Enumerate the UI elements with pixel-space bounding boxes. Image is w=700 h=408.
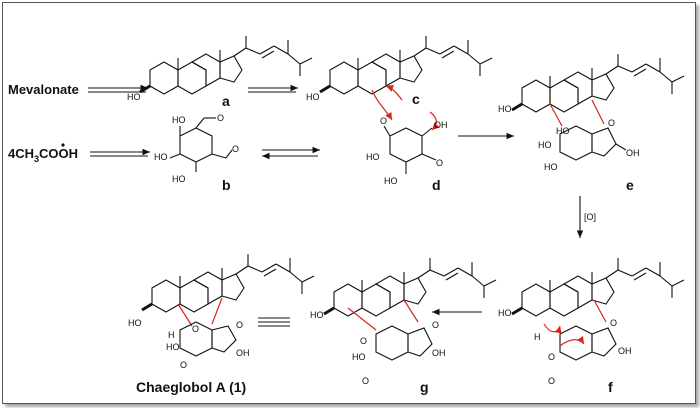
oxidation-label: [O] — [584, 212, 596, 222]
oxygen-f1: O — [610, 318, 617, 328]
hydroxyl-e0: HO — [498, 104, 512, 114]
label-marker-dot — [61, 143, 65, 147]
hydroxyl-e2: HO — [538, 140, 552, 150]
equivalence-symbol — [258, 317, 290, 327]
compound-c-structure — [318, 34, 494, 96]
compound-g-adduct — [347, 299, 433, 361]
curly-arrow-c3 — [429, 111, 440, 131]
hydroxyl-g1: HO — [352, 352, 366, 362]
oxygen-g3: O — [432, 320, 439, 330]
compound-g-label: g — [420, 379, 429, 395]
hydroxyl-b2: HO — [154, 152, 168, 162]
aldehyde-b2: O — [232, 144, 239, 154]
curly-arrow-f2 — [559, 336, 585, 347]
aldehyde-d: O — [436, 158, 443, 168]
chaeglobol-a-cage — [177, 297, 237, 357]
curly-arrow-c2 — [385, 84, 403, 101]
hydroxyl-d2: HO — [366, 152, 380, 162]
hydroxyl-e3: HO — [544, 162, 558, 172]
compound-a-structure — [138, 34, 314, 96]
hydroxyl-e4: OH — [626, 148, 640, 158]
hydrogen-chaeglobol: H — [168, 330, 175, 340]
oxygen-chaeglobol3: O — [236, 320, 243, 330]
product-name-label: Chaeglobol A (1) — [136, 379, 246, 395]
hydroxyl-d3: HO — [384, 176, 398, 186]
oxygen-e: O — [608, 118, 615, 128]
oxygen-g2: O — [362, 376, 369, 386]
compound-d-structure — [383, 125, 437, 174]
hydroxyl-label-c: HO — [306, 92, 320, 102]
oxygen-g1: O — [360, 336, 367, 346]
hydroxyl-d1: OH — [434, 120, 448, 130]
oxygen-chaeglobol2: O — [180, 360, 187, 370]
compound-f-label: f — [608, 379, 613, 395]
oxygen-f3: O — [548, 376, 555, 386]
compound-b-structure — [169, 117, 233, 172]
compound-e-label: e — [626, 177, 634, 193]
hydroxyl-b1: HO — [172, 115, 186, 125]
hydroxyl-e1: HO — [556, 126, 570, 136]
acetate-label: 4CH3COOH — [8, 146, 78, 164]
aldehyde-b1: O — [217, 113, 224, 123]
hydroxyl-label-a: HO — [127, 92, 141, 102]
compound-b-label: b — [222, 177, 231, 193]
hydroxyl-chaeglobol3: OH — [236, 348, 250, 358]
compound-c-label: c — [412, 91, 420, 107]
hydroxyl-g0: HO — [310, 310, 324, 320]
hydroxyl-chaeglobol1: HO — [128, 318, 142, 328]
mevalonate-label: Mevalonate — [8, 82, 79, 97]
hydroxyl-b3: HO — [172, 174, 186, 184]
compound-f-adduct — [559, 299, 617, 361]
curly-arrow-c1 — [371, 89, 393, 121]
oxygen-d: O — [380, 116, 387, 126]
hydroxyl-g2: OH — [432, 348, 446, 358]
curly-arrow-f1 — [543, 323, 562, 334]
hydroxyl-chaeglobol2: HO — [166, 342, 180, 352]
compound-d-label: d — [432, 177, 441, 193]
hydroxyl-f0: HO — [498, 308, 512, 318]
hydroxyl-f: OH — [618, 346, 632, 356]
compound-a-label: a — [222, 93, 230, 109]
oxygen-chaeglobol1: O — [192, 324, 199, 334]
chaeglobol-a-structure — [140, 252, 316, 314]
compound-e-structure — [510, 52, 686, 114]
compound-e-adduct — [549, 99, 627, 161]
compound-g-structure — [322, 256, 498, 318]
oxygen-f2: O — [548, 352, 555, 362]
hydrogen-f: H — [534, 332, 541, 342]
